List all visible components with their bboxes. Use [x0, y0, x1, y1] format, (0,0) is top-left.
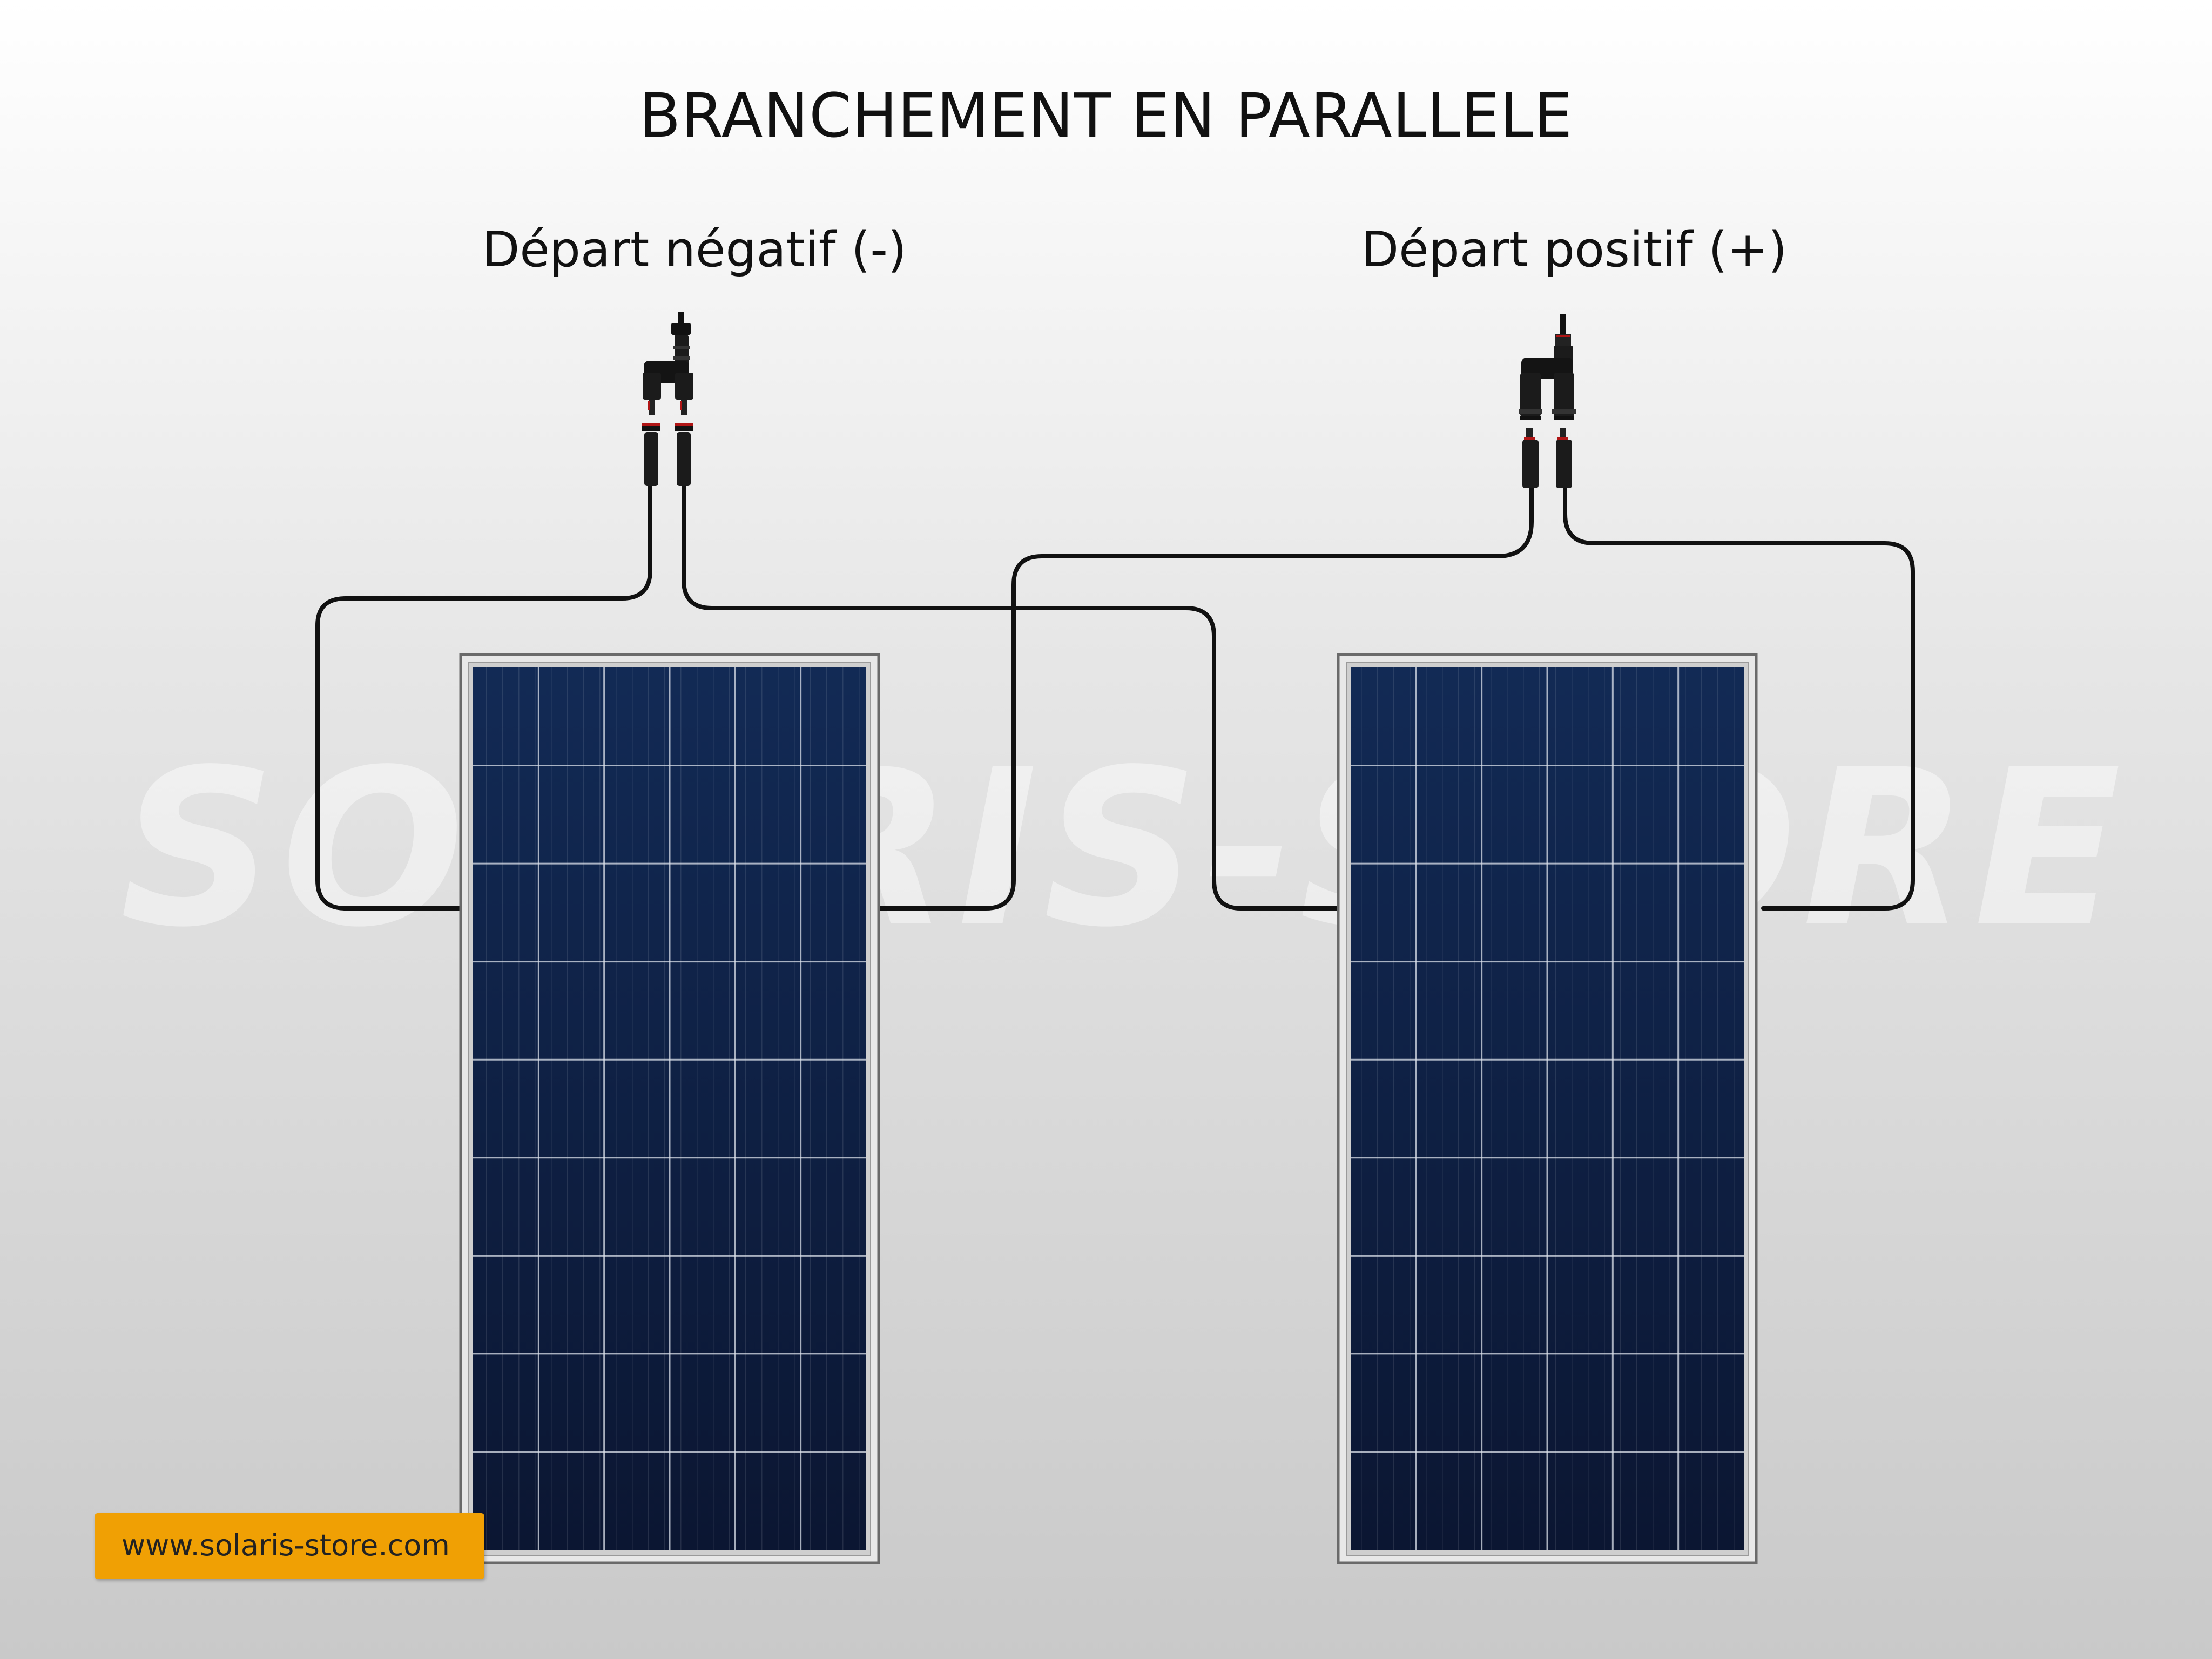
connector-pin-right	[681, 400, 687, 415]
connector-foot-left	[1520, 416, 1541, 420]
connector-cable-top	[678, 312, 684, 324]
cables	[315, 484, 1915, 911]
mc4-right-pin	[1560, 428, 1566, 440]
connector-ridge	[673, 346, 690, 349]
connector-accent	[1556, 335, 1570, 337]
solar-panel-left	[459, 653, 880, 1564]
mc4-right-accent	[1557, 437, 1568, 440]
mc4-right-body	[677, 432, 691, 486]
connector-accent	[680, 401, 682, 410]
label-positive-start: Départ positif (+)	[1361, 221, 1788, 278]
website-badge: www.solaris-store.com	[95, 1513, 484, 1579]
connector-ridge	[673, 356, 690, 360]
panel-cells	[473, 667, 866, 1550]
website-url: www.solaris-store.com	[122, 1528, 450, 1562]
cable-panel2-pos-to-right-connector	[1563, 485, 1915, 911]
cable-panel1-neg-to-left-connector	[315, 484, 652, 911]
connector-accent	[648, 401, 650, 410]
connector-branch-left	[643, 373, 661, 400]
y-branch-connector-positive	[1519, 314, 1576, 488]
solar-panel-right	[1337, 653, 1758, 1564]
connector-cap	[671, 323, 691, 335]
connector-pin-left	[649, 400, 655, 415]
connector-cable-top	[1560, 314, 1566, 336]
connector-foot-right	[1554, 416, 1574, 420]
y-branch-connector-negative	[642, 312, 693, 486]
connector-branch-right	[675, 373, 693, 400]
mc4-left-accent	[642, 423, 660, 426]
cable-panel2-neg-to-left-connector	[682, 484, 1340, 911]
diagram-title: BRANCHEMENT EN PARALLELE	[639, 81, 1573, 151]
mc4-right-accent	[675, 423, 693, 426]
mc4-right-body	[1556, 440, 1572, 488]
watermark: SOLARIS-STORE	[120, 724, 2127, 975]
label-negative-start: Départ négatif (-)	[482, 221, 907, 278]
mc4-left-body	[644, 432, 658, 486]
cable-panel1-pos-to-right-connector	[875, 485, 1534, 911]
panel-cells	[1351, 667, 1744, 1550]
mc4-left-accent	[1524, 437, 1535, 440]
mc4-left-body	[1522, 440, 1539, 488]
connector-branch-left	[1520, 373, 1541, 417]
connector-ring-right	[1552, 409, 1576, 414]
connector-ring-left	[1519, 409, 1542, 414]
connector-branch-right	[1554, 373, 1574, 417]
mc4-left-pin	[1526, 428, 1533, 440]
